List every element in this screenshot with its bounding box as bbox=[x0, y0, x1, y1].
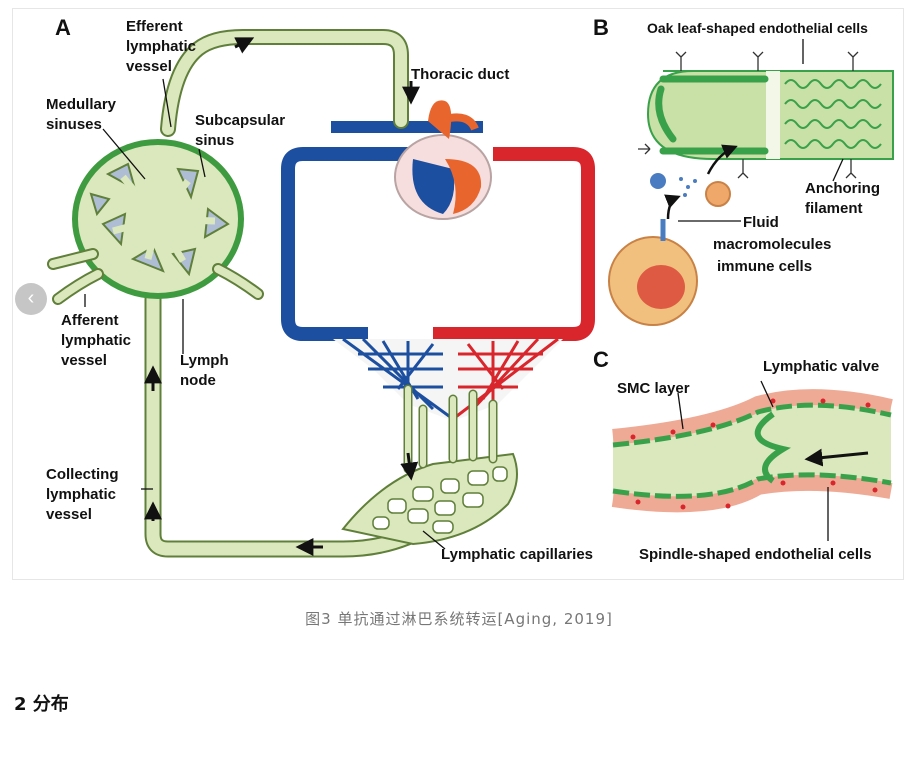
label-collecting-3: vessel bbox=[46, 506, 92, 523]
vein-path bbox=[281, 147, 408, 341]
dendritic-cell bbox=[650, 173, 666, 189]
label-spindle-cells: Spindle-shaped endothelial cells bbox=[639, 546, 872, 563]
label-collecting-1: Collecting bbox=[46, 466, 119, 483]
label-lymphatic-capillaries: Lymphatic capillaries bbox=[441, 546, 593, 563]
figure-image: A Efferent lymphatic vessel Medullary si… bbox=[12, 8, 904, 580]
lymphatic-system-diagram: A Efferent lymphatic vessel Medullary si… bbox=[46, 15, 894, 563]
label-afferent-2: lymphatic bbox=[61, 332, 131, 349]
label-medullary-1: Medullary bbox=[46, 96, 117, 113]
label-afferent-1: Afferent bbox=[61, 312, 119, 329]
section-heading: 2 分布 bbox=[14, 694, 69, 715]
label-afferent-3: vessel bbox=[61, 352, 107, 369]
thoracic-duct bbox=[162, 31, 407, 135]
label-anchoring-2: filament bbox=[805, 200, 863, 217]
label-lymphatic-valve: Lymphatic valve bbox=[763, 358, 879, 375]
label-subcapsular-2: sinus bbox=[195, 132, 234, 149]
cell-nucleus bbox=[637, 265, 685, 309]
label-lymph-node-2: node bbox=[180, 372, 216, 389]
lymph-node bbox=[72, 139, 244, 299]
lymphatic-valve bbox=[754, 411, 791, 484]
panel-b-letter: B bbox=[593, 15, 609, 40]
lymphatic-capillary-network bbox=[341, 384, 518, 546]
blood-capillary-bed bbox=[333, 337, 563, 421]
label-efferent-2: lymphatic bbox=[126, 38, 196, 55]
label-lymph-node-1: Lymph bbox=[180, 352, 229, 369]
carousel-prev-button[interactable]: ‹ bbox=[15, 283, 47, 315]
label-fluid: Fluid bbox=[743, 214, 779, 231]
panel-c: C SMC layer Lymphatic valve Spindle-shap… bbox=[593, 347, 893, 563]
chevron-left-icon: ‹ bbox=[27, 286, 35, 309]
label-oak-leaf: Oak leaf-shaped endothelial cells bbox=[647, 20, 868, 36]
label-efferent-1: Efferent bbox=[126, 18, 183, 35]
label-collecting-2: lymphatic bbox=[46, 486, 116, 503]
label-efferent-3: vessel bbox=[126, 58, 172, 75]
label-immune-cells: immune cells bbox=[717, 258, 812, 275]
artery-path bbox=[433, 147, 595, 341]
label-thoracic-duct: Thoracic duct bbox=[411, 66, 509, 83]
panel-a-letter: A bbox=[55, 15, 71, 40]
label-medullary-2: sinuses bbox=[46, 116, 102, 133]
label-subcapsular-1: Subcapsular bbox=[195, 112, 285, 129]
panel-b: B Oak leaf-shaped endothelial cells Anch… bbox=[593, 15, 894, 326]
label-macromolecules: macromolecules bbox=[713, 236, 831, 253]
macrophage bbox=[705, 181, 731, 207]
label-smc-layer: SMC layer bbox=[617, 380, 690, 397]
panel-c-letter: C bbox=[593, 347, 609, 372]
label-anchoring-1: Anchoring bbox=[805, 180, 880, 197]
panel-a: A Efferent lymphatic vessel Medullary si… bbox=[46, 15, 595, 563]
heart-illustration bbox=[394, 100, 492, 220]
figure-caption: 图3 单抗通过淋巴系统转运[Aging, 2019] bbox=[305, 610, 613, 628]
